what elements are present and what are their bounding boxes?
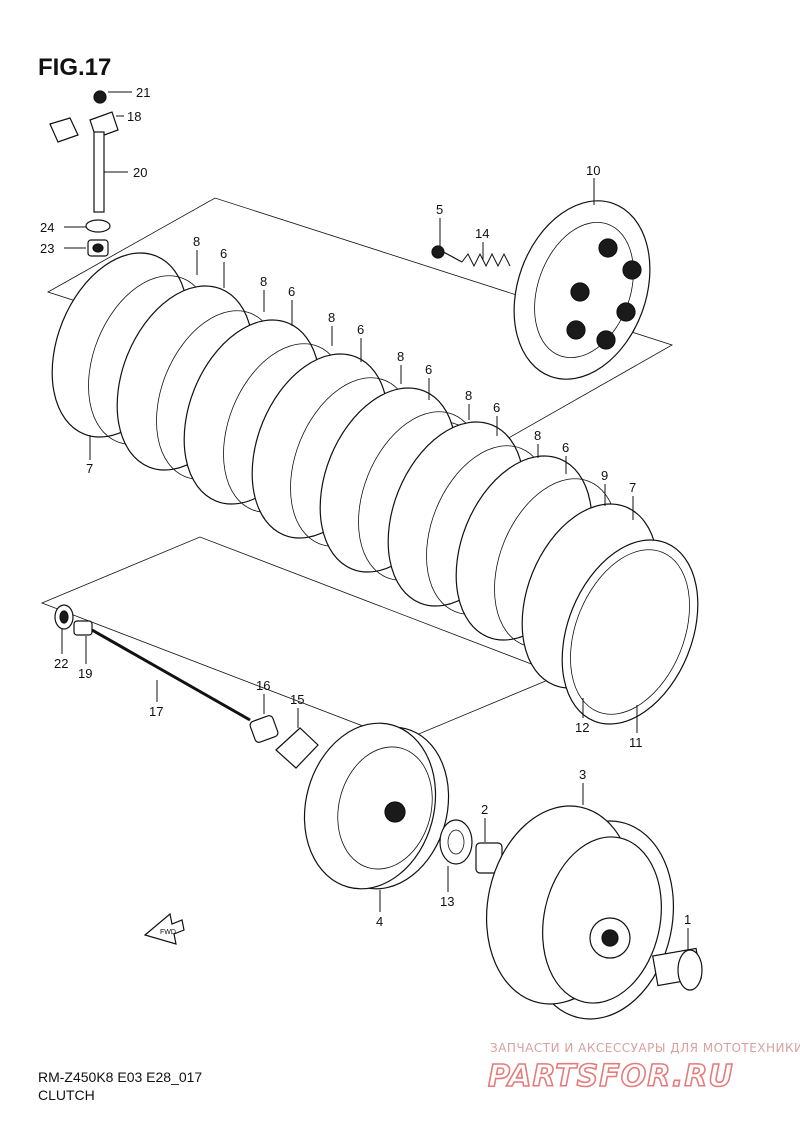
sleeve-hub-4 (303, 722, 450, 890)
callout-20: 20 (133, 165, 147, 180)
callout-6c: 6 (357, 322, 364, 337)
clutch-housing-3 (485, 805, 675, 1020)
bolt-21 (93, 90, 107, 104)
callout-8f: 8 (534, 428, 541, 443)
figure-title: FIG.17 (38, 54, 111, 81)
callout-6b: 6 (288, 284, 295, 299)
leader-lines (61, 91, 689, 950)
watermark-brand: PARTSFOR.RU (488, 1059, 734, 1094)
nut-16 (249, 715, 279, 743)
seal-24 (85, 219, 111, 233)
thrust-washer-13 (439, 819, 473, 865)
callout-14: 14 (475, 226, 489, 241)
callout-3: 3 (579, 767, 586, 782)
callout-7a: 7 (86, 461, 93, 476)
shaft-20 (93, 131, 105, 213)
bush-19 (73, 620, 93, 636)
callout-18: 18 (127, 109, 141, 124)
callout-13: 13 (440, 894, 454, 909)
bearing-23-bore (92, 243, 104, 253)
callout-8e: 8 (465, 388, 472, 403)
callout-22: 22 (54, 656, 68, 671)
pressure-plate-10 (513, 200, 651, 380)
callout-1: 1 (684, 912, 691, 927)
model-code: RM-Z450K8 E03 E28_017 (38, 1069, 202, 1085)
callout-8d: 8 (397, 349, 404, 364)
section-name: CLUTCH (38, 1087, 95, 1103)
callout-12: 12 (575, 720, 589, 735)
fwd-arrow-icon: FWD (143, 912, 185, 945)
wire-ring-11 (561, 539, 699, 725)
callout-6d: 6 (425, 362, 432, 377)
callout-24: 24 (40, 220, 54, 235)
callout-21: 21 (136, 85, 150, 100)
callout-17: 17 (149, 704, 163, 719)
clutch-plate-stack (51, 252, 699, 725)
callout-16: 16 (256, 678, 270, 693)
washer-15 (275, 727, 319, 769)
push-rod-17 (91, 628, 251, 722)
callout-4: 4 (376, 914, 383, 929)
arm-lever (49, 117, 79, 143)
callout-6a: 6 (220, 246, 227, 261)
fwd-label: FWD (160, 929, 176, 936)
callout-10: 10 (586, 163, 600, 178)
callout-15: 15 (290, 692, 304, 707)
bolt-5-and-spring-14 (431, 245, 511, 268)
callout-11: 11 (629, 735, 643, 750)
spring-14 (461, 252, 511, 268)
callout-7b: 7 (629, 480, 636, 495)
watermark-tagline: ЗАПЧАСТИ И АКСЕССУАРЫ ДЛЯ МОТОТЕХНИКИ (490, 1041, 800, 1055)
callout-23: 23 (40, 241, 54, 256)
callout-9: 9 (601, 468, 608, 483)
callout-2: 2 (481, 802, 488, 817)
callout-8a: 8 (193, 234, 200, 249)
callout-19: 19 (78, 666, 92, 681)
callout-8c: 8 (328, 310, 335, 325)
callout-5: 5 (436, 202, 443, 217)
release-arm-assembly (49, 90, 119, 257)
callout-6e: 6 (493, 400, 500, 415)
callouts: 21 18 20 24 23 10 5 14 8 6 8 6 8 6 8 6 8… (40, 85, 691, 929)
bolt-5 (431, 245, 445, 259)
callout-6f: 6 (562, 440, 569, 455)
push-rod-group (54, 604, 319, 769)
callout-8b: 8 (260, 274, 267, 289)
spacer-1 (652, 947, 703, 991)
